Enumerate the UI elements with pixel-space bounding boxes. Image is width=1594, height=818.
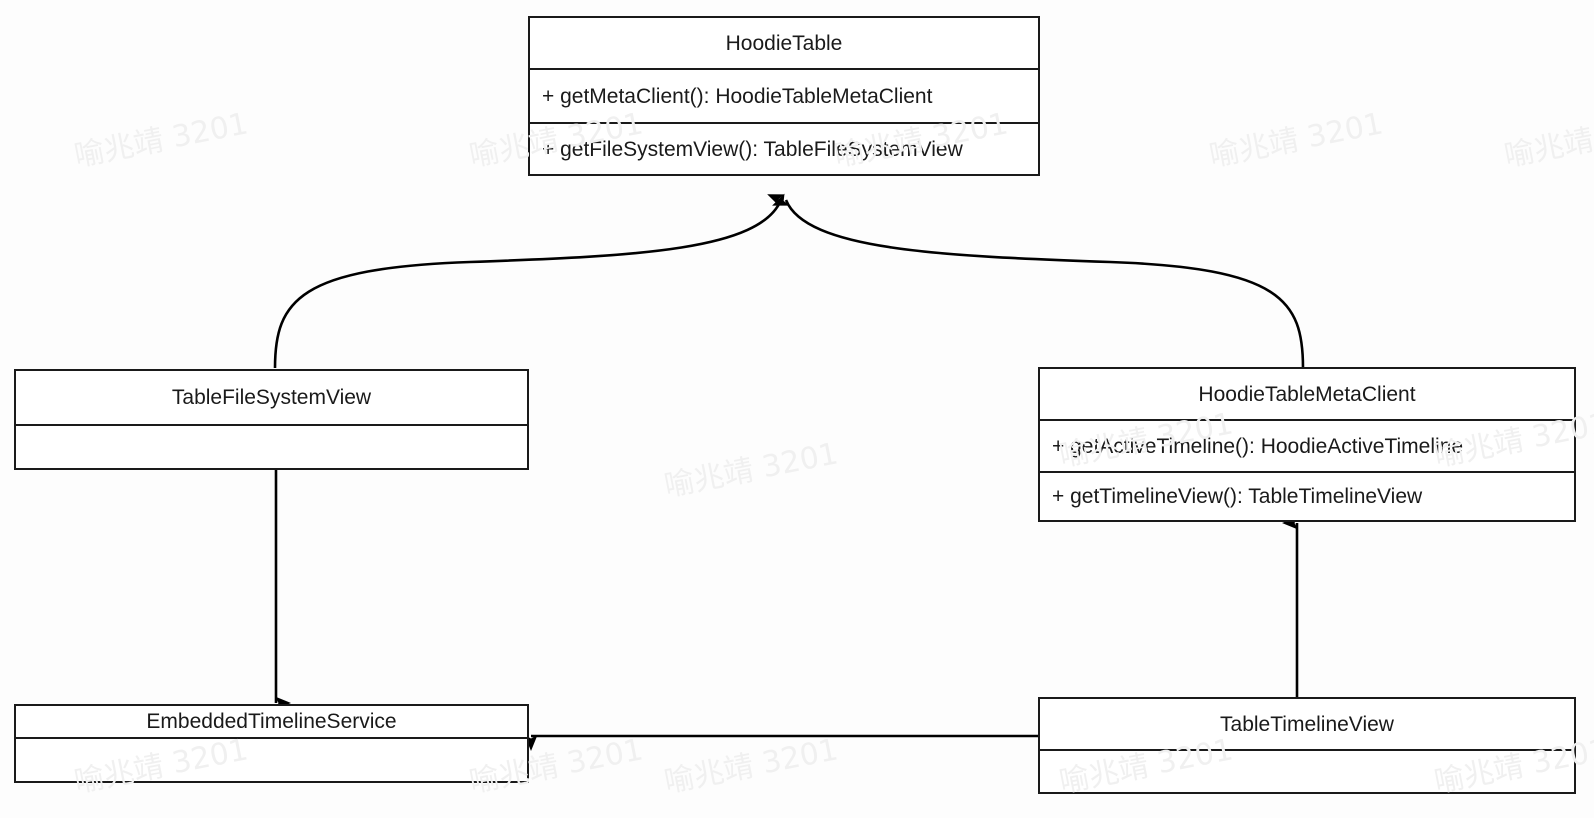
- edge-htmc-to-hoodietable: [772, 193, 1305, 369]
- class-members-table-file-system-view: [16, 426, 527, 468]
- class-member: + getTimelineView(): TableTimelineView: [1040, 471, 1574, 520]
- watermark-text: 喻兆靖 3201: [1501, 106, 1594, 175]
- class-title-embedded-timeline-service: EmbeddedTimelineService: [16, 706, 527, 739]
- class-members-hoodie-table-meta-client: + getActiveTimeline(): HoodieActiveTimel…: [1040, 421, 1574, 520]
- class-member: + getMetaClient(): HoodieTableMetaClient: [542, 84, 933, 108]
- class-member: + getActiveTimeline(): HoodieActiveTimel…: [1052, 434, 1464, 458]
- class-box-table-file-system-view[interactable]: TableFileSystemView: [14, 369, 529, 470]
- class-title-table-timeline-view: TableTimelineView: [1040, 699, 1574, 751]
- class-box-embedded-timeline-service[interactable]: EmbeddedTimelineService: [14, 704, 529, 783]
- edge-tfsv-to-hoodietable: [273, 194, 785, 369]
- class-box-hoodie-table[interactable]: HoodieTable + getMetaClient(): HoodieTab…: [528, 16, 1040, 176]
- class-title-hoodie-table-meta-client: HoodieTableMetaClient: [1040, 369, 1574, 421]
- class-box-hoodie-table-meta-client[interactable]: HoodieTableMetaClient + getActiveTimelin…: [1038, 367, 1576, 522]
- watermark-text: 喻兆靖 3201: [1206, 106, 1386, 175]
- class-members-embedded-timeline-service: [16, 739, 527, 783]
- class-title-table-file-system-view: TableFileSystemView: [16, 371, 527, 426]
- class-title-hoodie-table: HoodieTable: [530, 18, 1038, 70]
- watermark-text: 喻兆靖 3201: [661, 732, 841, 801]
- class-members-hoodie-table: + getMetaClient(): HoodieTableMetaClient…: [530, 70, 1038, 174]
- watermark-text: 喻兆靖 3201: [661, 436, 841, 505]
- class-members-table-timeline-view: [1040, 751, 1574, 794]
- watermark-text: 喻兆靖 3201: [71, 106, 251, 175]
- class-box-table-timeline-view[interactable]: TableTimelineView: [1038, 697, 1576, 794]
- class-member: + getFileSystemView(): TableFileSystemVi…: [530, 122, 1038, 174]
